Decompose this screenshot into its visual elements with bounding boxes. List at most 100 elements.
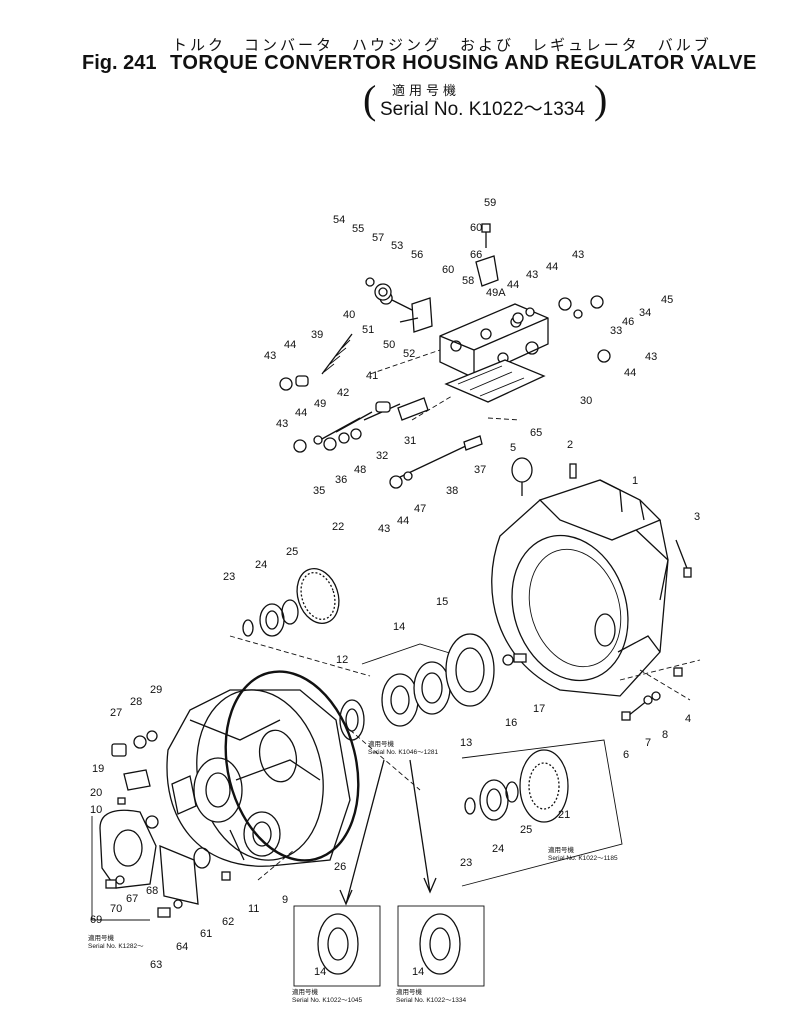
callout: 7 bbox=[645, 737, 651, 749]
note-serial: Serial No. K1046～1281 bbox=[368, 749, 438, 756]
callout: 43 bbox=[526, 269, 538, 281]
callout: 33 bbox=[610, 325, 622, 337]
callout: 6 bbox=[623, 749, 629, 761]
callout: 43 bbox=[264, 350, 276, 362]
callout: 70 bbox=[110, 903, 122, 915]
callout: 44 bbox=[284, 339, 296, 351]
callout: 10 bbox=[90, 804, 102, 816]
callout: 44 bbox=[295, 407, 307, 419]
callout: 15 bbox=[436, 596, 448, 608]
cover-plate-assembly bbox=[91, 809, 199, 921]
callout: 4 bbox=[685, 713, 691, 725]
callout: 23 bbox=[223, 571, 235, 583]
serial-jp-label: 適用号機 bbox=[392, 83, 461, 98]
callout: 68 bbox=[146, 885, 158, 897]
callout: 40 bbox=[343, 309, 355, 321]
note-serial: Serial No. K1282～ bbox=[88, 943, 144, 950]
callout: 38 bbox=[446, 485, 458, 497]
gear-assembly-upper bbox=[242, 568, 340, 637]
callout: 34 bbox=[639, 307, 651, 319]
seal-bearing-assembly bbox=[339, 633, 527, 741]
page-title: TORQUE CONVERTOR HOUSING AND REGULATOR V… bbox=[170, 52, 757, 74]
callout: 49 bbox=[314, 398, 326, 410]
serial-notes: 適用号機 Serial No. K1046～1281 適用号機 Serial N… bbox=[88, 739, 618, 1004]
callout: 27 bbox=[110, 707, 122, 719]
callout: 43 bbox=[645, 351, 657, 363]
callout-labels: 59 60 66 54 55 57 53 56 60 58 49A 44 43 … bbox=[90, 197, 700, 978]
callout: 55 bbox=[352, 223, 364, 235]
callout: 43 bbox=[378, 523, 390, 535]
callout: 13 bbox=[460, 737, 472, 749]
callout: 14 bbox=[393, 621, 405, 633]
serial-open-paren: ( bbox=[363, 77, 377, 122]
callout: 37 bbox=[474, 464, 486, 476]
callout: 60 bbox=[470, 222, 482, 234]
callout: 57 bbox=[372, 232, 384, 244]
callout: 2 bbox=[567, 439, 573, 451]
callout: 60 bbox=[442, 264, 454, 276]
callout: 61 bbox=[200, 928, 212, 940]
callout: 49A bbox=[486, 287, 506, 299]
callout: 22 bbox=[332, 521, 344, 533]
callout: 42 bbox=[337, 387, 349, 399]
callout: 3 bbox=[694, 511, 700, 523]
callout: 17 bbox=[533, 703, 545, 715]
serial-close-paren: ) bbox=[594, 77, 608, 122]
front-cover bbox=[166, 670, 360, 881]
callout: 66 bbox=[470, 249, 482, 261]
callout: 67 bbox=[126, 893, 138, 905]
japanese-title: トルク コンバータ ハウジング および レギュレータ バルブ bbox=[172, 37, 712, 54]
serial-range: Serial No. K1022～1334 bbox=[380, 99, 585, 120]
callout: 16 bbox=[505, 717, 517, 729]
callout: 31 bbox=[404, 435, 416, 447]
callout: 21 bbox=[558, 809, 570, 821]
callout: 35 bbox=[313, 485, 325, 497]
note-jp: 適用号機 bbox=[548, 845, 575, 854]
callout: 1 bbox=[632, 475, 638, 487]
callout: 24 bbox=[492, 843, 504, 855]
callout: 51 bbox=[362, 324, 374, 336]
figure-number: Fig. 241 bbox=[82, 52, 157, 74]
callout: 69 bbox=[90, 914, 102, 926]
note-jp: 適用号機 bbox=[396, 987, 423, 996]
callout: 53 bbox=[391, 240, 403, 252]
spacer-options bbox=[293, 759, 485, 987]
callout: 50 bbox=[383, 339, 395, 351]
callout: 54 bbox=[333, 214, 345, 226]
callout: 56 bbox=[411, 249, 423, 261]
housing-bolts bbox=[621, 667, 683, 721]
callout: 26 bbox=[334, 861, 346, 873]
note-serial: Serial No. K1022～1045 bbox=[292, 997, 362, 1004]
converter-housing bbox=[491, 479, 701, 701]
callout: 25 bbox=[520, 824, 532, 836]
note-jp: 適用号機 bbox=[292, 987, 319, 996]
note-jp: 適用号機 bbox=[368, 739, 395, 748]
callout: 14 bbox=[412, 966, 424, 978]
note-serial: Serial No. K1022～1185 bbox=[548, 855, 618, 862]
cover-bolts-upper bbox=[111, 730, 158, 805]
callout: 32 bbox=[376, 450, 388, 462]
callout: 63 bbox=[150, 959, 162, 971]
callout: 65 bbox=[530, 427, 542, 439]
callout: 29 bbox=[150, 684, 162, 696]
callout: 41 bbox=[366, 370, 378, 382]
callout: 59 bbox=[484, 197, 496, 209]
note-jp: 適用号機 bbox=[88, 933, 115, 942]
callout: 46 bbox=[622, 316, 634, 328]
callout: 12 bbox=[336, 654, 348, 666]
callout: 25 bbox=[286, 546, 298, 558]
callout: 43 bbox=[276, 418, 288, 430]
callout: 23 bbox=[460, 857, 472, 869]
callout: 20 bbox=[90, 787, 102, 799]
callout: 28 bbox=[130, 696, 142, 708]
callout: 47 bbox=[414, 503, 426, 515]
note-serial: Serial No. K1022～1334 bbox=[396, 997, 466, 1004]
callout: 39 bbox=[311, 329, 323, 341]
gear-assembly-lower bbox=[461, 739, 623, 887]
callout: 52 bbox=[403, 348, 415, 360]
callout: 62 bbox=[222, 916, 234, 928]
callout: 11 bbox=[248, 903, 259, 915]
callout: 48 bbox=[354, 464, 366, 476]
callout: 64 bbox=[176, 941, 188, 953]
